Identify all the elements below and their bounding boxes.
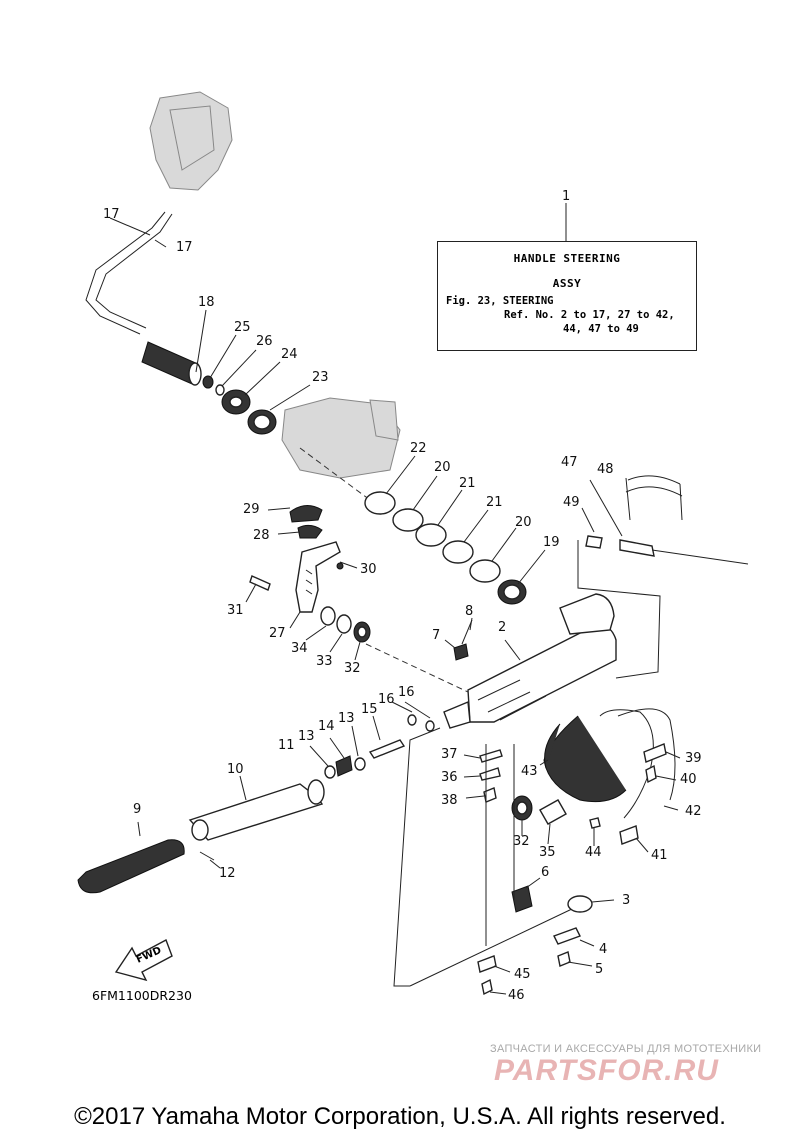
throttle-cables bbox=[85, 211, 173, 335]
callout-25: 25 bbox=[234, 320, 251, 335]
callout-35: 35 bbox=[539, 845, 556, 860]
callout-26: 26 bbox=[256, 334, 273, 349]
callout-6: 6 bbox=[541, 865, 550, 880]
callout-36: 36 bbox=[441, 770, 458, 785]
parts-37-36-38 bbox=[463, 749, 503, 803]
callout-34: 34 bbox=[291, 641, 308, 656]
parts-32-35 bbox=[511, 795, 567, 845]
assembly-ref-line3: 44, 47 to 49 bbox=[563, 323, 639, 335]
parts-25-26-24-23 bbox=[202, 334, 311, 435]
callout-17a: 17 bbox=[103, 207, 120, 222]
callout-15: 15 bbox=[361, 702, 378, 717]
callout-41: 41 bbox=[651, 848, 668, 863]
callout-16b: 16 bbox=[378, 692, 395, 707]
callout-47: 47 bbox=[561, 455, 578, 470]
callout-9: 9 bbox=[133, 802, 142, 817]
callout-11: 11 bbox=[278, 738, 295, 753]
callout-28: 28 bbox=[253, 528, 270, 543]
callout-39: 39 bbox=[685, 751, 702, 766]
part-9-grip bbox=[77, 821, 185, 894]
part-6 bbox=[511, 877, 541, 913]
callout-38: 38 bbox=[441, 793, 458, 808]
callout-43: 43 bbox=[521, 764, 538, 779]
callout-4: 4 bbox=[599, 942, 608, 957]
callout-48: 48 bbox=[597, 462, 614, 477]
parts-39-40-41-44 bbox=[589, 743, 681, 853]
part-10-grip-shaft bbox=[188, 775, 325, 841]
callout-1: 1 bbox=[562, 189, 571, 204]
callout-42: 42 bbox=[685, 804, 702, 819]
assembly-title-line2: ASSY bbox=[552, 277, 582, 290]
ring-axis-line bbox=[299, 447, 371, 501]
callout-27: 27 bbox=[269, 626, 286, 641]
callout-46: 46 bbox=[508, 988, 525, 1003]
callout-13b: 13 bbox=[298, 729, 315, 744]
parts-4-5-45-46 bbox=[477, 927, 595, 996]
fwd-arrow-icon: FWD bbox=[114, 939, 173, 982]
callout-30: 30 bbox=[360, 562, 377, 577]
part-19-bushing bbox=[497, 549, 546, 605]
callout-40: 40 bbox=[680, 772, 697, 787]
callout-32b: 32 bbox=[513, 834, 530, 849]
engine-ghost-outline bbox=[149, 91, 401, 479]
part-3-stop-switch-cable bbox=[409, 895, 615, 987]
watermark-logo: PARTSFOR.RU bbox=[494, 1054, 719, 1087]
callout-32a: 32 bbox=[344, 661, 361, 676]
shift-lever-parts bbox=[245, 505, 358, 629]
parts-47-48-49-lanyard bbox=[581, 475, 749, 565]
callout-20a: 20 bbox=[434, 460, 451, 475]
callout-18: 18 bbox=[198, 295, 215, 310]
rings-22-20-21-21-20 bbox=[364, 455, 517, 583]
part-18-tube bbox=[141, 309, 207, 386]
parts-7-8 bbox=[444, 617, 473, 661]
callout-44: 44 bbox=[585, 845, 602, 860]
callout-45: 45 bbox=[514, 967, 531, 982]
callout-5: 5 bbox=[595, 962, 604, 977]
callout-3: 3 bbox=[622, 893, 631, 908]
assembly-info-box: HANDLE STEERING ASSY Fig. 23, STEERING R… bbox=[437, 241, 697, 351]
callout-23: 23 bbox=[312, 370, 329, 385]
figure-code: 6FM1100DR230 bbox=[92, 988, 192, 1003]
callout-7: 7 bbox=[432, 628, 441, 643]
assembly-title-line1: HANDLE STEERING bbox=[513, 252, 621, 265]
callout-33: 33 bbox=[316, 654, 333, 669]
callout-13: 13 bbox=[338, 711, 355, 726]
part-12-screw bbox=[199, 851, 221, 869]
callout-19: 19 bbox=[543, 535, 560, 550]
callout-21a: 21 bbox=[459, 476, 476, 491]
assembly-boundary-lines bbox=[393, 540, 661, 987]
watermark-text: ЗАПЧАСТИ И АКСЕССУАРЫ ДЛЯ МОТОТЕХНИКИ bbox=[490, 1043, 762, 1055]
callout-21b: 21 bbox=[486, 495, 503, 510]
callout-49: 49 bbox=[563, 495, 580, 510]
callout-10: 10 bbox=[227, 762, 244, 777]
callout-17b: 17 bbox=[176, 240, 193, 255]
parts-16-15-14-13-11 bbox=[309, 701, 435, 779]
callout-14: 14 bbox=[318, 719, 335, 734]
assembly-ref-line2: Ref. No. 2 to 17, 27 to 42, bbox=[504, 309, 675, 321]
callout-20b: 20 bbox=[515, 515, 532, 530]
copyright-notice: ©2017 Yamaha Motor Corporation, U.S.A. A… bbox=[74, 1103, 726, 1130]
callout-29: 29 bbox=[243, 502, 260, 517]
callout-16a: 16 bbox=[398, 685, 415, 700]
callout-24: 24 bbox=[281, 347, 298, 362]
callout-31: 31 bbox=[227, 603, 244, 618]
callout-22: 22 bbox=[410, 441, 427, 456]
callout-12: 12 bbox=[219, 866, 236, 881]
callout-37: 37 bbox=[441, 747, 458, 762]
part-42-cable bbox=[599, 708, 679, 819]
callout-8: 8 bbox=[465, 604, 474, 619]
part-2-handle-body bbox=[365, 593, 617, 729]
part-43-hose bbox=[539, 715, 627, 803]
washers-34-33-32 bbox=[305, 606, 371, 661]
callout-2: 2 bbox=[498, 620, 507, 635]
assembly-ref-line1: Fig. 23, STEERING bbox=[446, 295, 554, 307]
